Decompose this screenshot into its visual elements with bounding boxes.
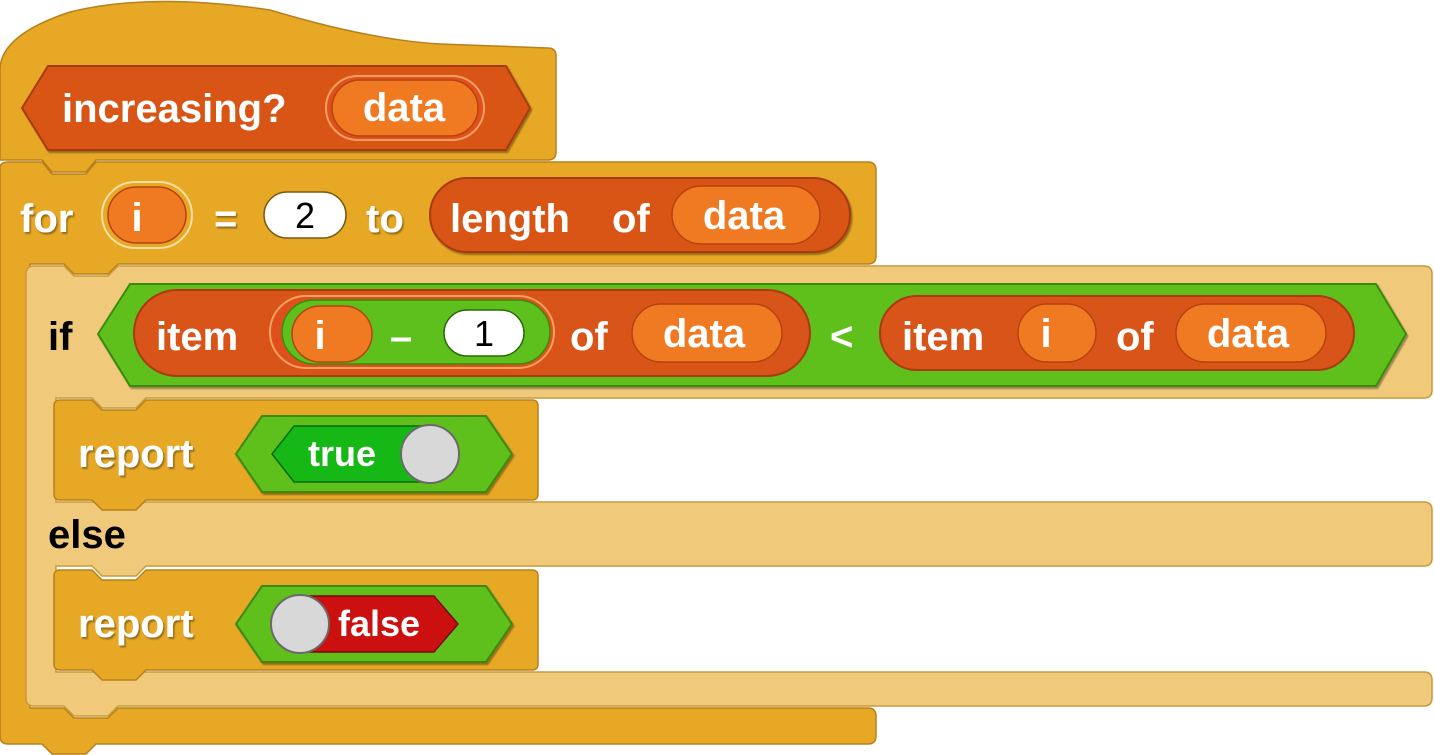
left-index-var-i[interactable]: i <box>291 305 373 363</box>
left-index-var-label: i <box>314 314 325 358</box>
left-item-label: item <box>156 315 238 359</box>
start-value: 2 <box>295 195 315 236</box>
length-data-label: data <box>703 194 786 238</box>
hat-label: increasing? <box>62 87 287 131</box>
param-data-label: data <box>363 86 446 130</box>
true-label: true <box>308 433 376 474</box>
left-list-label: data <box>663 312 746 356</box>
left-list-var-data[interactable]: data <box>631 303 783 363</box>
else-keyword: else <box>48 513 126 557</box>
true-toggle-knob[interactable] <box>400 424 460 484</box>
for-block[interactable]: for i = 2 to length of data <box>0 161 877 755</box>
false-boolean-toggle[interactable]: false <box>270 594 459 654</box>
param-data[interactable]: data <box>325 75 485 141</box>
custom-block-prototype[interactable]: increasing? data <box>20 65 532 151</box>
length-data-var[interactable]: data <box>671 185 821 245</box>
for-keyword: for <box>20 197 73 241</box>
minus-sign: – <box>390 315 412 359</box>
right-list-var-data[interactable]: data <box>1175 303 1327 363</box>
left-item-of-reporter[interactable]: item i – 1 of da <box>133 289 811 377</box>
length-of-reporter[interactable]: length of data <box>429 177 851 253</box>
length-label: length <box>450 197 570 241</box>
right-index-var-label: i <box>1040 312 1051 356</box>
less-than-sign: < <box>830 315 853 359</box>
start-value-input[interactable]: 2 <box>263 191 347 239</box>
subtract-reporter[interactable]: i – 1 <box>269 295 555 369</box>
if-keyword: if <box>48 315 73 359</box>
right-list-label: data <box>1207 312 1290 356</box>
equals-sign: = <box>214 197 237 241</box>
report-true-keyword: report <box>78 432 194 476</box>
false-label: false <box>338 603 420 644</box>
for-var-i[interactable]: i <box>101 181 193 249</box>
if-else-block[interactable]: if item i – 1 <box>25 265 1433 717</box>
block-hat[interactable]: increasing? data <box>0 0 557 173</box>
right-item-label: item <box>902 315 984 359</box>
minus-value-input[interactable]: 1 <box>443 309 525 357</box>
left-of-label: of <box>570 315 608 359</box>
length-of-label: of <box>612 197 650 241</box>
less-than-predicate[interactable]: item i – 1 of da <box>96 283 1408 387</box>
right-item-of-reporter[interactable]: item i of data <box>879 295 1355 371</box>
right-index-var-i[interactable]: i <box>1017 303 1097 363</box>
report-true-block[interactable]: report true <box>53 399 539 511</box>
minus-value: 1 <box>474 313 494 354</box>
true-boolean-toggle[interactable]: true <box>271 424 460 484</box>
right-of-label: of <box>1116 315 1154 359</box>
false-toggle-knob[interactable] <box>270 594 330 654</box>
for-var-label: i <box>131 196 142 240</box>
to-keyword: to <box>366 197 404 241</box>
report-false-keyword: report <box>78 602 194 646</box>
report-false-block[interactable]: report false <box>53 569 539 681</box>
